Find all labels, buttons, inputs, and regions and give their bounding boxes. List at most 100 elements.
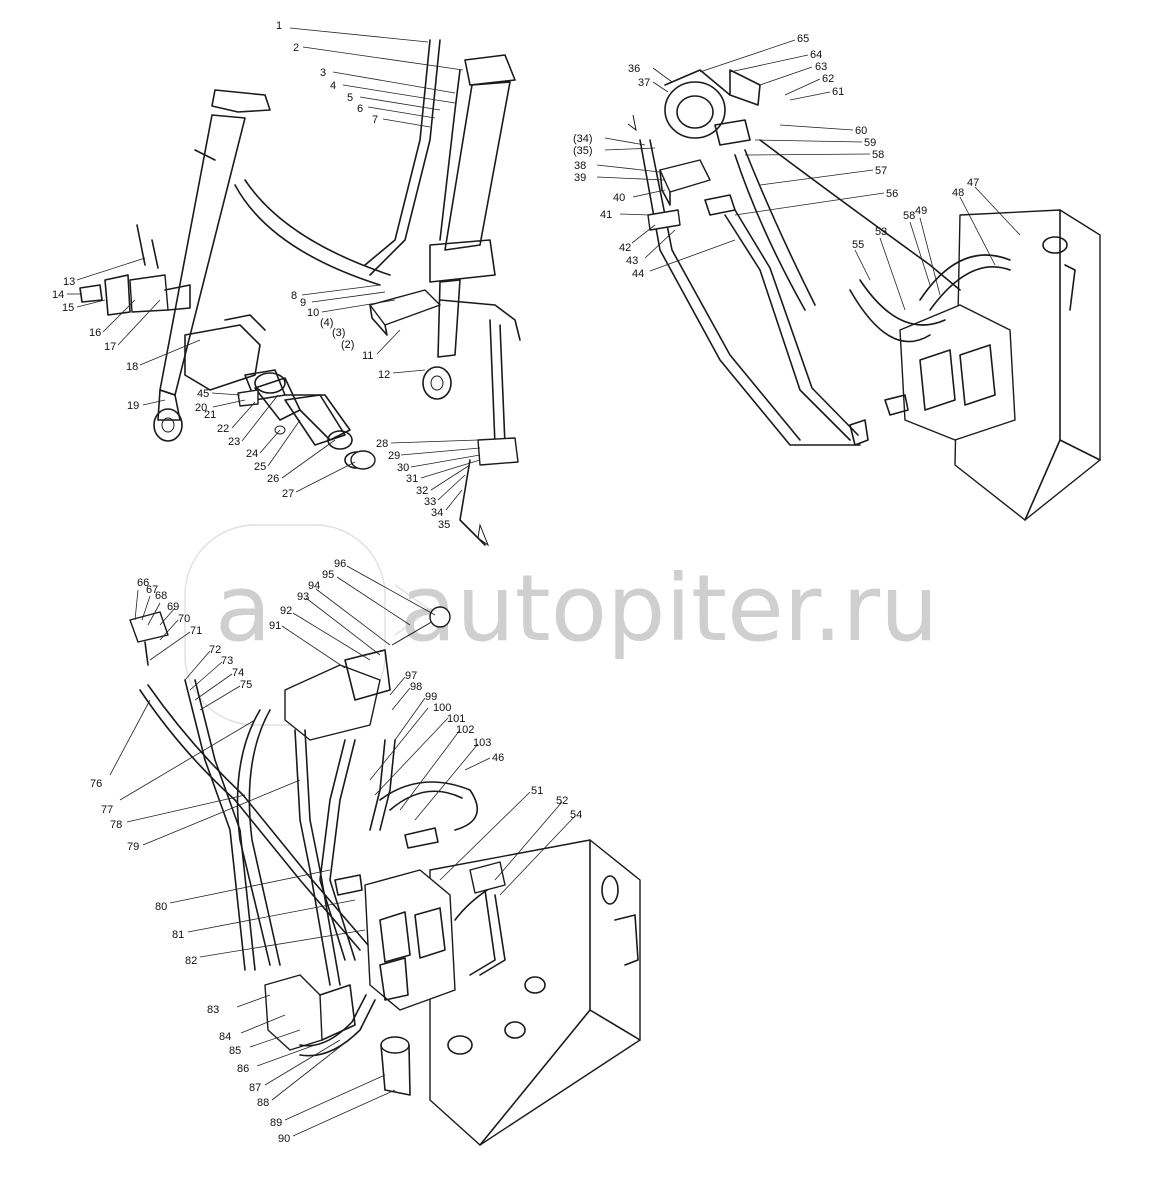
callout-label: 73 [221,655,233,667]
callout-label: 79 [127,841,139,853]
callout-label: 6 [357,103,363,115]
callout-label: 31 [406,473,418,485]
callout-label: 85 [229,1045,241,1057]
callout-label: 41 [600,209,612,221]
callout-label: 49 [915,205,927,217]
callout-label: 99 [425,691,437,703]
callout-label: 93 [297,591,309,603]
callout-label: (2) [341,339,354,351]
callout-label: 13 [63,276,75,288]
callout-label: 38 [574,160,586,172]
callout-label: (34) [573,133,593,145]
callout-label: 97 [405,670,417,682]
callout-label: 28 [376,438,388,450]
callout-label: 57 [875,165,887,177]
callout-label: 63 [815,61,827,73]
callout-label: 71 [190,625,202,637]
callout-label: (35) [573,145,593,157]
callout-label: 66 [137,577,149,589]
callout-label: 96 [334,558,346,570]
callout-label: 102 [456,724,474,736]
callout-label: 88 [257,1097,269,1109]
watermark: a autopiter.ru [184,524,938,726]
callout-label: 52 [556,795,568,807]
callout-label: 29 [388,450,400,462]
callout-label: 61 [832,86,844,98]
callout-label: 64 [810,49,822,61]
callout-label: 90 [278,1133,290,1145]
callout-label: 77 [101,804,113,816]
callout-label: 12 [378,369,390,381]
callout-labels: 1 2 3 4 5 6 7 8 9 10 (4) (3) (2) 11 12 1… [52,20,979,1145]
callout-label: 20 [195,402,207,414]
callout-label: 14 [52,289,64,301]
callout-label: 43 [626,255,638,267]
callout-label: 23 [228,436,240,448]
callout-label: 26 [267,473,279,485]
flow-arrows [477,114,637,547]
callout-label: 60 [855,125,867,137]
callout-label: 98 [410,681,422,693]
leader-lines [67,27,1021,1137]
callout-label: 35 [438,519,450,531]
callout-label: 72 [209,644,221,656]
callout-label: 94 [308,580,320,592]
callout-label: 67 [146,584,158,596]
callout-label: 33 [424,496,436,508]
callout-label: 8 [291,290,297,302]
callout-label: 17 [104,341,116,353]
callout-label: (3) [332,327,345,339]
callout-label: 7 [372,114,378,126]
callout-label: 95 [322,569,334,581]
callout-label: 83 [207,1004,219,1016]
callout-label: 1 [276,20,282,32]
callout-label: (4) [320,317,333,329]
callout-label: 47 [967,177,979,189]
callout-label: 42 [619,242,631,254]
tank-assembly-top [639,69,1101,521]
callout-label: 4 [330,80,336,92]
callout-label: 70 [178,613,190,625]
callout-label: 11 [362,350,373,362]
callout-label: 103 [473,737,491,749]
callout-label: 24 [246,448,258,460]
callout-label: 30 [397,462,409,474]
callout-label: 53 [875,226,887,238]
callout-label: 82 [185,955,197,967]
callout-label: 54 [570,809,582,821]
callout-label: 81 [172,929,184,941]
callout-label: 62 [822,73,834,85]
callout-label: 37 [638,77,650,89]
callout-label: 58 [872,149,884,161]
callout-label: 46 [492,752,504,764]
callout-label: 21 [204,409,216,421]
callout-label: 68 [155,590,167,602]
callout-label: 56 [886,188,898,200]
callout-label: 58 [903,210,915,222]
callout-label: 51 [531,785,543,797]
callout-label: 84 [219,1031,231,1043]
watermark-logo-letter: a [215,555,271,662]
callout-label: 3 [320,67,326,79]
callout-label: 39 [574,172,586,184]
callout-label: 59 [864,137,876,149]
callout-label: 18 [126,361,138,373]
callout-label: 75 [240,679,252,691]
callout-label: 15 [62,302,74,314]
callout-label: 65 [797,33,809,45]
callout-label: 45 [197,388,209,400]
callout-label: 36 [628,63,640,75]
callout-label: 25 [254,461,266,473]
callout-label: 34 [431,507,443,519]
callout-label: 89 [270,1117,282,1129]
callout-label: 2 [293,42,299,54]
callout-label: 32 [416,485,428,497]
callout-label: 40 [613,192,625,204]
callout-label: 9 [300,297,306,309]
callout-label: 16 [89,327,101,339]
callout-label: 86 [237,1063,249,1075]
callout-label: 19 [127,400,139,412]
callout-label: 87 [249,1082,261,1094]
lift-cylinder-assembly [79,39,521,546]
